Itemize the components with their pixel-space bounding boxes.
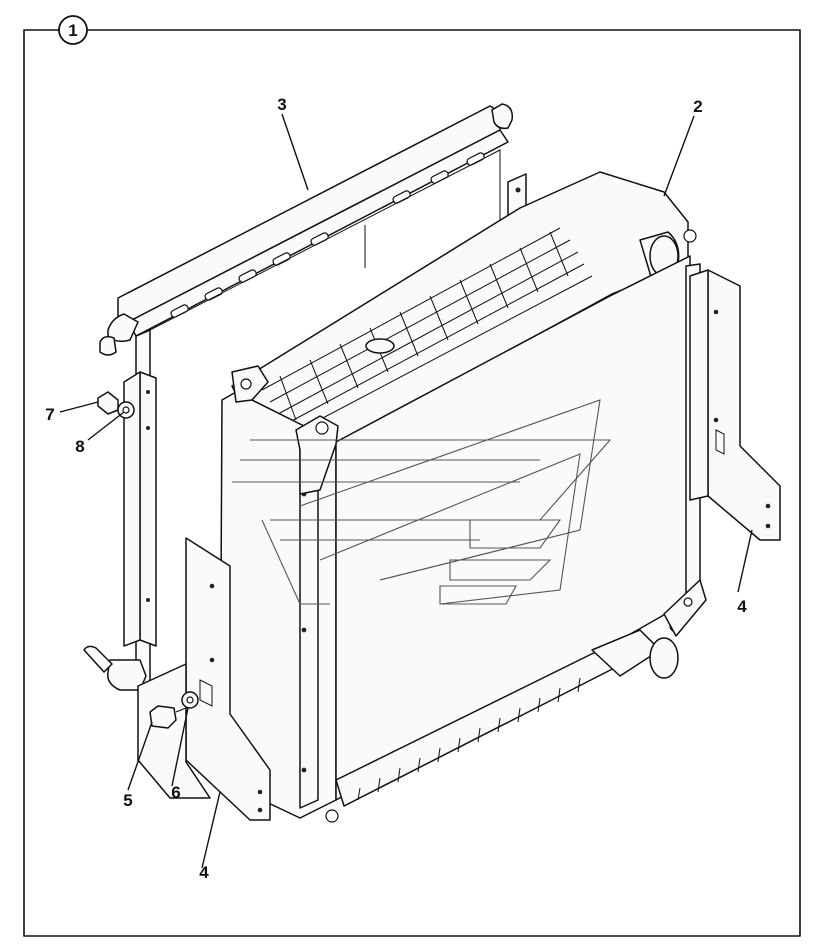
callout-7: 7 <box>45 405 54 424</box>
callout-8: 8 <box>75 437 84 456</box>
assembly-callout-badge: 1 <box>58 15 88 45</box>
filler-cap <box>365 338 395 354</box>
bolt-upper <box>97 391 119 415</box>
callout-5: 5 <box>123 791 132 810</box>
mounting-bracket-right <box>689 269 781 541</box>
radiator-top-fins <box>261 227 593 431</box>
leader-lines <box>59 113 753 869</box>
cooler-side-strip <box>123 371 157 647</box>
diagram-frame <box>23 29 801 937</box>
callout-2: 2 <box>693 97 702 116</box>
bolt-lower <box>149 705 187 729</box>
charge-air-cooler <box>83 103 527 691</box>
callout-4-left: 4 <box>199 863 209 882</box>
callout-6: 6 <box>171 783 180 802</box>
cooler-tank-slots <box>170 152 485 318</box>
watermark-logo <box>232 399 612 605</box>
callout-4-right: 4 <box>737 597 747 616</box>
callout-labels: 3 2 7 8 4 5 6 4 <box>45 95 747 882</box>
callout-3: 3 <box>277 95 286 114</box>
washer-lower <box>181 691 199 709</box>
assembly-callout-text: 1 <box>68 21 77 40</box>
radiator-core <box>219 171 707 823</box>
